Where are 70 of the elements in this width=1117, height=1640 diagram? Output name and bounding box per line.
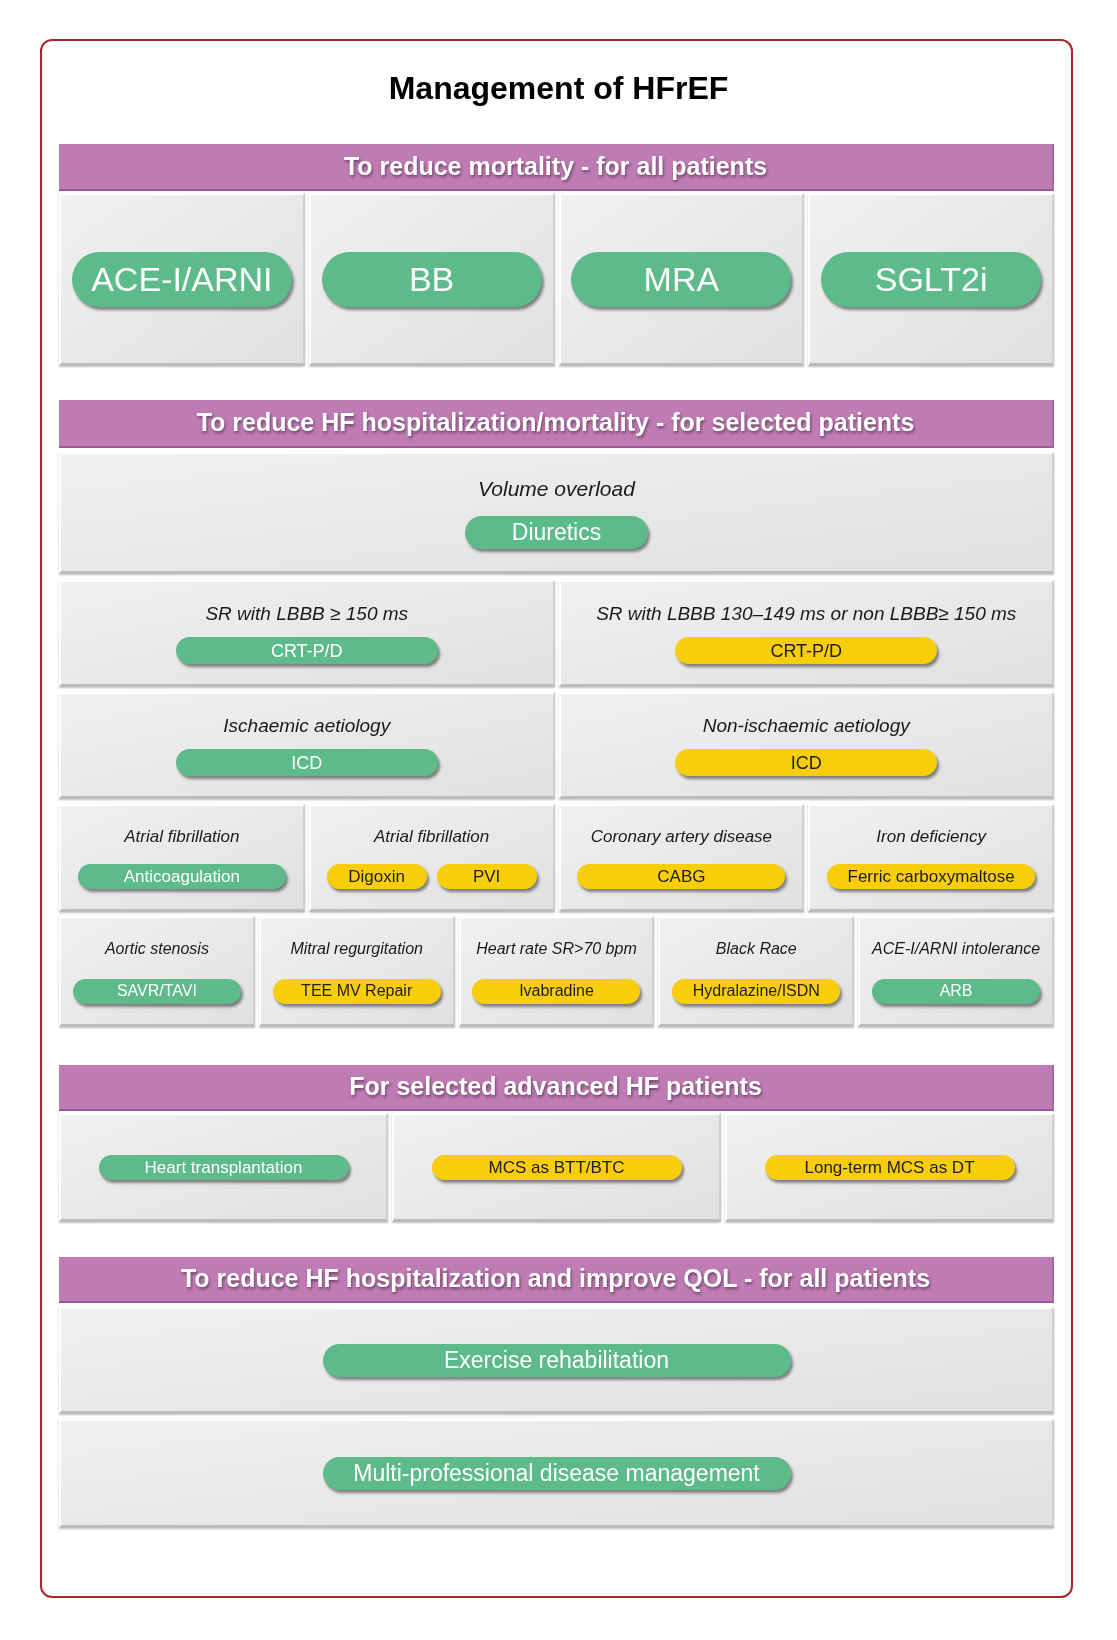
condition-panel — [59, 580, 555, 687]
section-heading: For selected advanced HF patients — [349, 1071, 762, 1103]
treatment-pill: CABG — [577, 863, 786, 889]
treatment-panel — [558, 193, 805, 366]
condition-panel — [59, 916, 255, 1027]
treatment-pill: Diuretics — [465, 516, 648, 550]
treatment-pill: CRT-P/D — [175, 637, 438, 665]
condition-panel — [858, 916, 1054, 1027]
condition-text: Iron deficiency — [876, 826, 986, 848]
treatment-pill: MCS as BTT/BTC — [431, 1154, 682, 1180]
condition-panel — [308, 804, 555, 912]
condition-text: Coronary artery disease — [590, 826, 773, 848]
condition-text: Atrial fibrillation — [124, 826, 240, 848]
treatment-pill: SGLT2i — [821, 251, 1042, 307]
condition-text: Ischaemic aetiology — [223, 713, 391, 738]
condition-text: Volume overload — [478, 475, 635, 502]
treatment-pill: Exercise rehabilitation — [322, 1343, 791, 1377]
condition-text: SR with LBBB 130–149 ms or non LBBB≥ 150 ms — [596, 601, 1017, 626]
treatment-pill: ARB — [872, 978, 1041, 1004]
condition-text: Non-ischaemic aetiology — [702, 713, 910, 738]
treatment-pill: TEE MV Repair — [272, 978, 441, 1004]
treatment-pill: Multi-professional disease management — [322, 1456, 791, 1490]
condition-panel — [658, 916, 855, 1027]
treatment-pill: CRT-P/D — [675, 637, 938, 665]
treatment-pill: ICD — [175, 749, 438, 777]
condition-panel — [59, 692, 555, 799]
treatment-pill: ICD — [675, 749, 938, 777]
condition-panel — [558, 580, 1054, 687]
section-header-band — [59, 1065, 1054, 1111]
treatment-pill: PVI — [436, 863, 537, 889]
section-heading: To reduce HF hospitalization and improve QOL - for all patients — [180, 1263, 931, 1295]
treatment-pill: ACE-I/ARNI — [71, 251, 292, 307]
condition-panel — [458, 916, 655, 1027]
treatment-pill: SAVR/TAVI — [72, 978, 241, 1004]
condition-panel — [558, 692, 1054, 799]
condition-text: SR with LBBB ≥ 150 ms — [205, 601, 409, 626]
section-heading: To reduce mortality - for all patients — [343, 150, 768, 182]
treatment-pill: Digoxin — [326, 863, 427, 889]
condition-panel — [59, 452, 1054, 574]
condition-text: Black Race — [715, 938, 797, 959]
condition-panel — [808, 804, 1054, 912]
treatment-pill: Hydralazine/ISDN — [672, 978, 841, 1004]
condition-text: Aortic stenosis — [104, 938, 209, 959]
treatment-panel — [59, 1307, 1054, 1414]
treatment-panel — [59, 1113, 388, 1222]
treatment-panel — [308, 193, 555, 366]
section-header-band — [59, 400, 1054, 448]
treatment-pill: Heart transplantation — [98, 1154, 349, 1180]
condition-text: Mitral regurgitation — [290, 938, 423, 959]
section-heading: To reduce HF hospitalization/mortality - for selected patients — [196, 407, 915, 439]
condition-panel — [258, 916, 455, 1027]
section-header-band — [59, 144, 1054, 191]
treatment-panel — [808, 193, 1054, 366]
condition-text: Atrial fibrillation — [374, 826, 490, 848]
condition-panel — [558, 804, 805, 912]
treatment-panel — [392, 1113, 721, 1222]
condition-panel — [59, 804, 305, 912]
treatment-pill: MRA — [571, 251, 792, 307]
condition-text: ACE-I/ARNI intolerance — [872, 938, 1041, 959]
diagram-title: Management of HFrEF — [388, 69, 729, 108]
treatment-pill: Long-term MCS as DT — [764, 1154, 1015, 1180]
treatment-pill: Anticoagulation — [77, 863, 286, 889]
treatment-panel — [59, 193, 305, 366]
treatment-pill: Ferric carboxymaltose — [827, 863, 1036, 889]
condition-text: Heart rate SR>70 bpm — [476, 938, 637, 959]
treatment-panel — [59, 1419, 1054, 1528]
treatment-pill: BB — [321, 251, 542, 307]
treatment-panel — [725, 1113, 1054, 1222]
section-header-band — [59, 1257, 1054, 1303]
treatment-pill: Ivabradine — [472, 978, 641, 1004]
